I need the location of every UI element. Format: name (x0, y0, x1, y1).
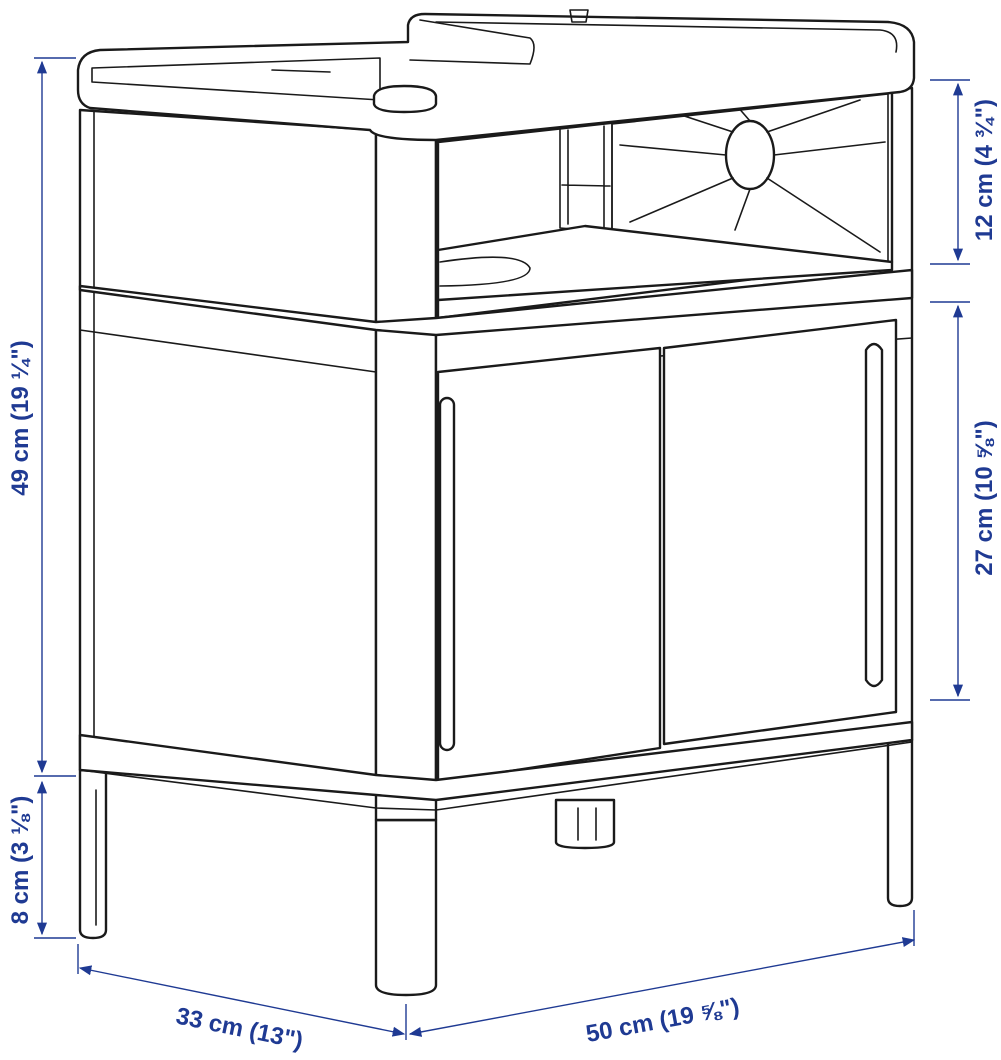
right-door-handle (864, 342, 884, 688)
top-tray (76, 12, 916, 142)
left-door (436, 346, 662, 784)
dimension-lines (34, 57, 970, 1040)
cabinet-section-label: 27 cm (10 ⅝") (971, 420, 998, 575)
right-door (662, 318, 898, 746)
width-label: 50 cm (19 ⅝") (584, 993, 742, 1048)
cabinet-illustration (76, 9, 916, 997)
top-section-label: 12 cm (4 ¾") (971, 99, 998, 241)
left-door-handle (438, 396, 456, 752)
leg-height-label: 8 cm (3 ⅛") (7, 796, 34, 925)
speaker-starburst (619, 97, 886, 253)
total-height-label: 49 cm (19 ¼") (7, 340, 34, 495)
